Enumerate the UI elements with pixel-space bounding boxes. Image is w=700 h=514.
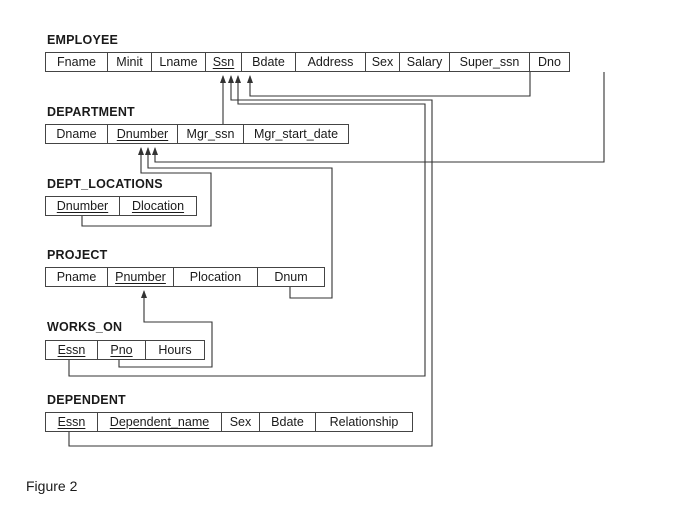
works-on-pno: Pno — [98, 341, 146, 359]
fk-pno-to-pnumber — [118, 290, 213, 368]
dependent-relationship: Relationship — [329, 415, 399, 429]
dept-locations-title: DEPT_LOCATIONS — [47, 177, 163, 191]
project-pname: Pname — [46, 268, 108, 286]
employee-address: Address — [296, 53, 366, 71]
employee-sex: Sex — [366, 53, 400, 71]
dependent-bdate: Bdate — [260, 413, 316, 431]
department-dname: Dname — [46, 125, 108, 143]
fk-dnum-to-dnumber — [145, 147, 333, 299]
department-mgr-ssn: Mgr_ssn — [178, 125, 244, 143]
employee-title: EMPLOYEE — [47, 33, 119, 47]
dept-locations-dlocation: Dlocation — [131, 199, 185, 213]
fk-dependent-essn-to-ssn — [68, 75, 433, 447]
employee-lname: Lname — [152, 53, 206, 71]
department-dnumber: Dnumber — [108, 125, 178, 143]
employee-super-ssn: Super_ssn — [450, 53, 530, 71]
fk-works-on-essn-to-ssn — [68, 75, 426, 377]
works-on-relation: Essn Pno Hours — [45, 340, 205, 360]
employee-ssn: Ssn — [206, 53, 242, 71]
employee-relation: Fname Minit Lname Ssn Bdate Address Sex … — [45, 52, 570, 72]
project-title: PROJECT — [47, 248, 108, 262]
fk-dept-locations-dnumber-to-dnumber — [81, 147, 212, 227]
employee-bdate: Bdate — [242, 53, 296, 71]
department-relation: Dname Dnumber Mgr_ssn Mgr_start_date — [45, 124, 349, 144]
dependent-relation: Essn Dependent_name Sex Bdate Relationsh… — [45, 412, 413, 432]
dependent-dependent-name: Dependent_name — [98, 413, 222, 431]
works-on-essn: Essn — [46, 341, 98, 359]
employee-fname: Fname — [46, 53, 108, 71]
project-dnum: Dnum — [274, 270, 308, 284]
project-relation: Pname Pnumber Plocation Dnum — [45, 267, 325, 287]
project-pnumber: Pnumber — [108, 268, 174, 286]
dependent-title: DEPENDENT — [47, 393, 126, 407]
dept-locations-dnumber: Dnumber — [46, 197, 120, 215]
department-title: DEPARTMENT — [47, 105, 135, 119]
figure-caption: Figure 2 — [26, 478, 78, 494]
works-on-title: WORKS_ON — [47, 320, 123, 334]
dependent-essn: Essn — [46, 413, 98, 431]
department-mgr-start-date: Mgr_start_date — [253, 127, 339, 141]
fk-super-ssn-to-ssn — [247, 72, 531, 97]
dependent-sex: Sex — [222, 413, 260, 431]
employee-dno: Dno — [538, 55, 561, 69]
fk-dno-to-dnumber — [152, 72, 605, 163]
employee-minit: Minit — [108, 53, 152, 71]
employee-salary: Salary — [400, 53, 450, 71]
dept-locations-relation: Dnumber Dlocation — [45, 196, 197, 216]
works-on-hours: Hours — [158, 343, 192, 357]
project-plocation: Plocation — [174, 268, 258, 286]
